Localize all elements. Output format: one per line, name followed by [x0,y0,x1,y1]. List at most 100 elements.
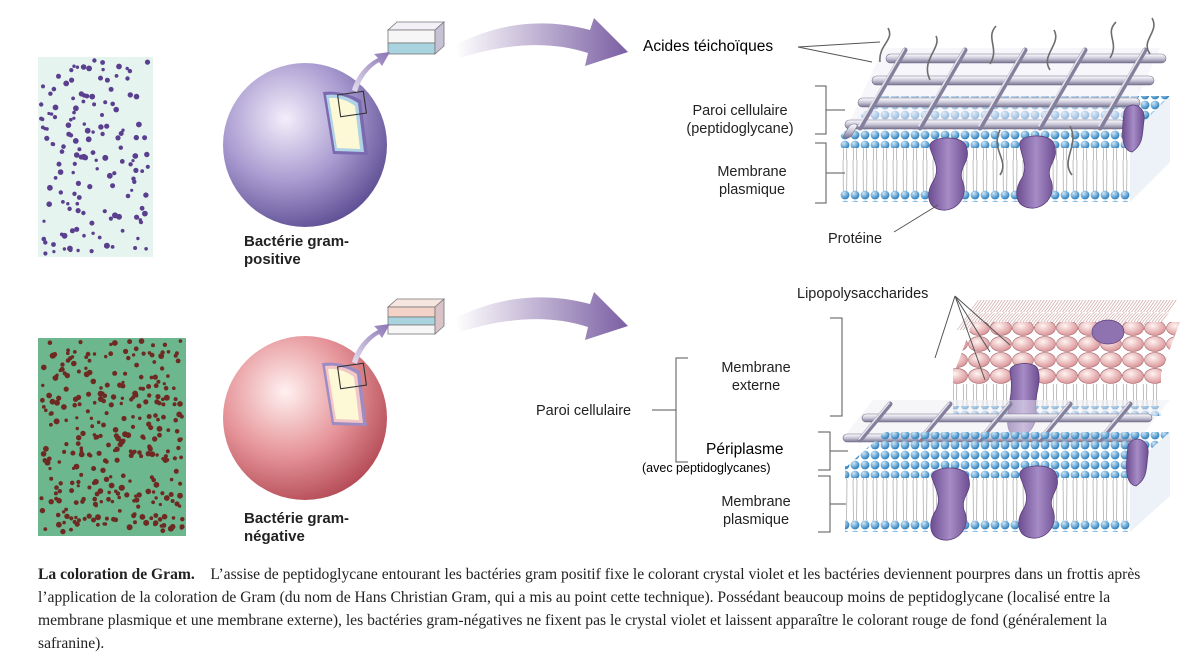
stained-cell [153,481,160,488]
stained-cell [153,413,158,418]
stained-cell [82,516,87,521]
stained-cell [120,228,125,233]
stained-cell [139,514,146,520]
stained-cell [104,354,108,359]
stained-cell [163,454,168,459]
stained-cell [41,84,45,89]
stained-cell [134,214,140,220]
stained-cell [90,150,96,156]
stained-cell [100,391,105,396]
stained-cell [161,414,166,420]
stained-cell [142,210,148,217]
stained-cell [112,370,118,376]
stained-cell [91,130,95,134]
stained-cell [49,422,53,427]
stained-cell [57,489,62,494]
stained-cell [136,236,140,241]
gram-positive-label-line2: positive [244,251,301,268]
stained-cell [104,123,110,129]
stained-cell [88,453,93,458]
gram-positive-micrograph [38,57,153,257]
stained-cell [98,75,103,81]
stained-cell [156,417,160,422]
stained-cell [136,403,142,409]
gram-positive-plasma-membrane-label: Membrane plasmique [692,163,812,199]
stained-cell [114,489,118,494]
stained-cell [156,379,161,384]
stained-cell [153,383,159,389]
stained-cell [52,104,59,111]
stained-cell [110,101,115,107]
stained-cell [75,65,80,69]
stained-cell [82,233,86,238]
stained-cell [60,362,65,367]
stained-cell [106,172,113,179]
gram-negative-cube [386,298,446,335]
stained-cell [98,433,103,438]
stained-cell [55,373,59,377]
stained-cell [175,358,181,364]
stained-cell [133,93,140,100]
zoom-arrow-large-negative [455,292,628,340]
zoom-arrow-large-positive [455,18,628,66]
stained-cell [76,479,81,485]
stained-cell [176,445,181,451]
stained-cell [54,496,59,501]
stained-cell [84,93,90,99]
stained-cell [121,128,125,132]
gram-positive-label-line1: Bactérie gram- [244,233,350,250]
membrane-protein [930,467,970,541]
stained-cell [39,507,46,514]
stained-cell [75,201,80,206]
stained-cell [76,195,82,200]
stained-cell [89,416,94,420]
stained-cell [103,522,108,526]
stained-cell [177,401,183,407]
stained-cell [125,193,131,199]
stained-cell [62,449,67,454]
stained-cell [173,353,178,358]
stained-cell [177,492,183,499]
stained-cell [76,435,82,441]
stained-cell [138,374,144,380]
membrane-protein [1018,465,1058,539]
stained-cell [87,485,92,490]
stained-cell [144,59,151,65]
stained-cell [160,491,165,496]
stained-cell [49,476,54,481]
stained-cell [132,390,139,397]
figure-caption: La coloration de Gram. L’assise de pepti… [38,563,1168,655]
stained-cell [58,190,63,195]
stained-cell [126,524,133,531]
stained-cell [123,371,128,376]
stained-cell [71,466,76,470]
gram-positive-cell-wall-line1: Paroi cellulaire [692,103,788,119]
stained-cell [134,497,140,503]
gram-positive-cell-wall-label: Paroi cellulaire (peptidoglycane) [670,102,810,138]
stained-cell [152,374,158,380]
stained-cell [114,74,119,78]
stained-cell [100,467,106,473]
stained-cell [126,355,131,361]
stained-cell [100,131,105,137]
stained-cell [66,351,70,356]
stained-cell [97,235,102,240]
stained-cell [54,399,60,406]
stained-cell [166,350,171,354]
stained-cell [69,516,74,521]
stained-cell [162,342,168,347]
stained-cell [117,509,122,513]
stained-cell [69,77,75,83]
stained-cell [132,153,139,159]
stained-cell [47,340,53,346]
stained-cell [61,144,66,149]
stained-cell [141,351,146,356]
stained-cell [146,384,152,389]
stained-cell [156,425,163,432]
stained-cell [51,242,56,247]
stained-cell [97,396,104,402]
stained-cell [161,513,168,520]
stained-cell [85,351,91,357]
stained-cell [71,96,75,101]
